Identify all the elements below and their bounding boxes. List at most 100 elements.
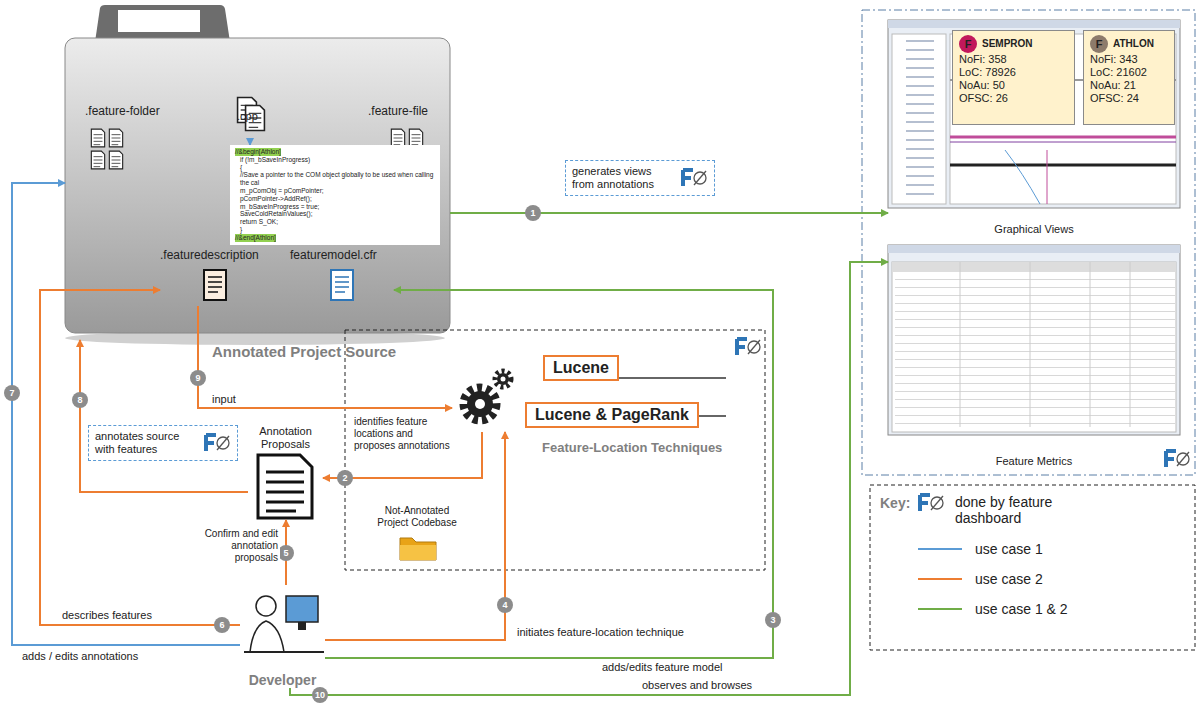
- node-text: m_bSaveInProgress = true;: [235, 203, 435, 211]
- legend-text: done by feature dashboard: [955, 494, 1073, 526]
- node-text: .feature-file: [368, 104, 448, 118]
- edge-label: observes and browses: [640, 679, 754, 692]
- edge-label: identifies feature locations and propose…: [352, 416, 454, 452]
- technique-box: Lucene: [543, 355, 619, 381]
- node-text: SaveColdRetainValues();: [235, 210, 435, 218]
- callout-number: 6: [214, 617, 230, 633]
- node-text: OFSC: 26: [959, 92, 1068, 105]
- connector: [198, 306, 452, 408]
- node-text: .featuredescription: [160, 248, 270, 262]
- node-text: .cpp: [237, 110, 258, 122]
- folder-icon: Not-Annotated Project Codebase: [368, 505, 466, 563]
- node-text: NoAu: 50: [959, 79, 1068, 92]
- screenshot: Feature Metrics: [888, 245, 1180, 467]
- callout-number: 7: [4, 385, 20, 401]
- connector: [40, 290, 240, 625]
- callout-box: generates views from annotations: [565, 160, 715, 196]
- node-text: {: [235, 164, 435, 172]
- document-icon: Annotation Proposals: [248, 425, 323, 520]
- feature-model-icon: [331, 270, 353, 300]
- node-text: F: [959, 35, 977, 53]
- callout-number: 9: [190, 370, 206, 386]
- node-text: //&end[Athlon]: [235, 234, 276, 242]
- views-panel: [862, 10, 1195, 475]
- legend-line: [918, 578, 962, 580]
- screenshot: Graphical ViewsFSEMPRONNoFi: 358LoC: 789…: [888, 20, 1180, 235]
- node-text: Lucene: [553, 359, 609, 377]
- node-text: LoC: 78926: [959, 66, 1068, 79]
- edge-label: describes features: [60, 609, 154, 622]
- codebase-folder-icon: [400, 538, 436, 560]
- node-text: .feature-folder: [85, 104, 165, 118]
- node-text: annotates source with features: [95, 430, 197, 456]
- legend-line: [918, 608, 962, 610]
- edge-label: adds/edits feature model: [600, 661, 724, 674]
- edge-label: input: [210, 393, 238, 406]
- edge-label: initiates feature-location technique: [515, 626, 686, 639]
- connector: [80, 340, 248, 492]
- node-text: Not-Annotated Project Codebase: [368, 505, 466, 529]
- node-text: generates views from annotations: [572, 165, 674, 191]
- file-icon: .featuredescription: [160, 248, 270, 306]
- node-text: }: [235, 226, 435, 234]
- key-title: Key:: [880, 495, 910, 511]
- node-text: F: [1090, 35, 1108, 53]
- node-text: Feature Metrics: [888, 455, 1180, 467]
- connector: [290, 262, 888, 695]
- node-text: LoC: 21602: [1090, 66, 1168, 79]
- description-icon: [204, 270, 226, 300]
- connector: [325, 432, 505, 640]
- node-text: Lucene & PageRank: [535, 406, 689, 424]
- key-box: [870, 485, 1195, 650]
- dashboard-logo: [202, 432, 232, 454]
- node-text: featuremodel.cfr: [290, 248, 394, 262]
- legend-text: use case 1: [975, 541, 1043, 557]
- node-text: Graphical Views: [888, 223, 1180, 235]
- callout-number: 10: [312, 687, 328, 703]
- file-group: .feature-folder: [85, 104, 165, 170]
- technique-region: [345, 330, 765, 570]
- node-text: NoFi: 343: [1090, 53, 1168, 66]
- node-text: Feature-Location Techniques: [542, 440, 722, 455]
- callout-number: 4: [497, 597, 513, 613]
- proposal-doc-icon: [258, 455, 312, 518]
- node-text: Annotated Project Source: [212, 343, 396, 360]
- dashboard-logo: [679, 167, 709, 189]
- feature-box: FSEMPRONNoFi: 358LoC: 78926NoAu: 50OFSC:…: [952, 30, 1075, 125]
- callout-number: 5: [278, 545, 294, 561]
- code-snippet: //&begin[Athlon]if (!m_bSaveInProgress){…: [230, 145, 440, 245]
- folder: [65, 5, 450, 345]
- edge-label: Confirm and edit annotation proposals: [196, 528, 280, 564]
- gear-icon: [464, 371, 511, 420]
- technique-box: Lucene & PageRank: [525, 402, 699, 428]
- cpp-file: .cpp: [232, 93, 268, 140]
- callout-number: 2: [337, 470, 353, 486]
- callout-number: 8: [72, 392, 88, 408]
- developer-icon: [244, 596, 324, 652]
- feature-metrics-screenshot: [888, 245, 1180, 435]
- legend-line: [918, 548, 962, 550]
- callout-number: 3: [765, 612, 781, 628]
- node-text: ATHLON: [1113, 38, 1154, 49]
- callout-box: annotates source with features: [88, 425, 238, 461]
- node-text: NoAu: 21: [1090, 79, 1168, 92]
- node-text: m_pComObj = pComPointer;: [235, 187, 435, 195]
- developer: Developer: [240, 585, 325, 688]
- connector: [450, 212, 888, 214]
- file-group: .feature-file: [368, 104, 448, 170]
- node-text: SEMPRON: [982, 38, 1033, 49]
- feature-box: F ATHLON NoFi: 343LoC: 21602NoAu: 21OFSC: …: [1083, 30, 1175, 125]
- callout-number: 1: [525, 205, 541, 221]
- node-text: //&begin[Athlon]: [235, 148, 281, 156]
- node-text: OFSC: 24: [1090, 92, 1168, 105]
- node-text: Developer: [240, 672, 325, 688]
- edge-label: adds / edits annotations: [20, 650, 140, 663]
- node-text: if (!m_bSaveInProgress): [235, 156, 435, 164]
- graphical-views-screenshot: [888, 20, 1180, 208]
- node-text: return S_OK;: [235, 218, 435, 226]
- node-text: pComPointer->AddRef();: [235, 195, 435, 203]
- node-text: Annotation Proposals: [248, 425, 323, 451]
- legend-text: use case 1 & 2: [975, 601, 1068, 617]
